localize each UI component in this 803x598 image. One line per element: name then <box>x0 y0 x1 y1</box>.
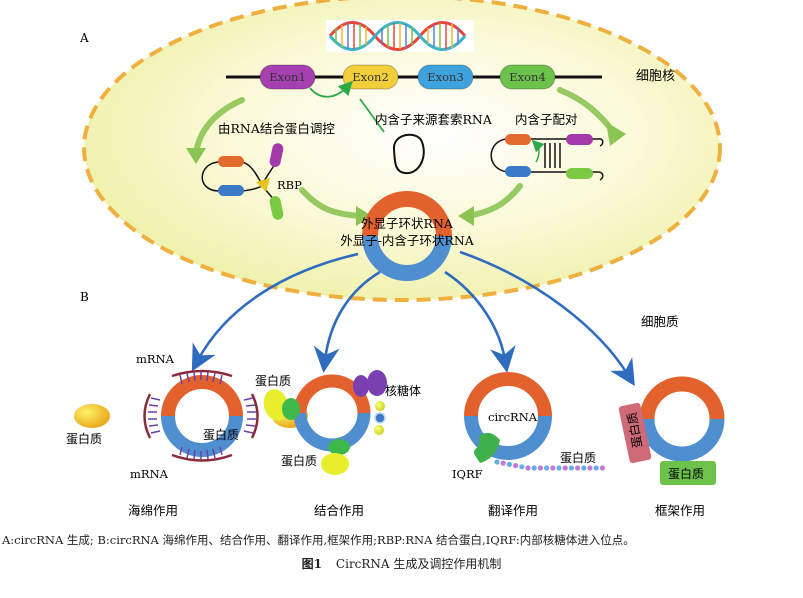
product-ecircrna-label: 外显子环状RNA <box>361 216 454 231</box>
amino-acid-bead <box>530 464 538 472</box>
translation-protein-label: 蛋白质 <box>560 450 596 465</box>
exon-2: Exon2 <box>342 64 399 90</box>
lariat-pointer-line <box>359 98 385 133</box>
figure-caption: 图1 CircRNA 生成及调控作用机制 <box>0 555 803 572</box>
exon-label: Exon4 <box>509 70 546 84</box>
amino-acid-bead <box>580 464 588 472</box>
binding-mechanism <box>263 370 387 475</box>
nucleus-label: 细胞核 <box>636 69 675 84</box>
sponge-mrna-bottom-label: mRNA <box>130 467 169 481</box>
amino-acid-bead <box>537 464 544 472</box>
cytoplasm-label: 细胞质 <box>641 314 679 329</box>
rbp-label: RBP <box>277 178 302 192</box>
amino-acid-bead <box>493 458 501 466</box>
pathway-rbp-label: 由RNA结合蛋白调控 <box>218 121 335 136</box>
dna-helix-icon <box>326 20 474 52</box>
exon-label: Exon3 <box>427 70 464 84</box>
binding-title: 结合作用 <box>314 503 364 518</box>
amino-acid-bead <box>518 463 526 471</box>
figure-title: CircRNA 生成及调控作用机制 <box>335 557 502 571</box>
sponge-title: 海绵作用 <box>128 503 178 518</box>
exon-4: Exon4 <box>499 64 556 90</box>
amino-acid-bead <box>568 464 575 472</box>
amino-acid-bead <box>599 464 606 472</box>
amino-acid-bead <box>512 462 519 470</box>
amino-acid-bead <box>543 464 550 472</box>
nucleus-flow-arrows <box>193 87 615 219</box>
exon-3: Exon3 <box>417 64 474 90</box>
lariat-rna-icon <box>392 133 425 175</box>
sponge-protein-left-label: 蛋白质 <box>66 431 102 446</box>
panel-b-label: B <box>80 290 89 304</box>
figure-note: A:circRNA 生成; B:circRNA 海绵作用、结合作用、翻译作用,框… <box>2 533 635 547</box>
figure-number: 图1 <box>301 557 322 571</box>
amino-acid-bead <box>574 464 581 472</box>
central-circrna-icon <box>362 191 452 281</box>
amino-acid-bead <box>505 460 513 468</box>
scaffold-protein-side-label: 蛋白质 <box>624 411 645 449</box>
translation-mechanism <box>464 372 606 472</box>
sponge-mrna-top-label: mRNA <box>136 352 175 366</box>
binding-protein-bottom-label: 蛋白质 <box>281 453 317 468</box>
translation-title: 翻译作用 <box>488 503 538 518</box>
exon-1: Exon1 <box>259 64 316 90</box>
amino-acid-bead <box>592 464 600 472</box>
sponge-protein-right-label: 蛋白质 <box>203 427 239 442</box>
amino-acid-bead <box>586 464 594 472</box>
amino-acid-bead <box>555 464 563 472</box>
splice-arrow-icon <box>309 80 353 98</box>
nucleus <box>82 0 722 302</box>
amino-acid-bead <box>524 464 532 472</box>
scaffold-mechanism <box>618 376 725 485</box>
pathway-lariat-label: 内含子来源套索RNA <box>375 112 493 127</box>
scaffold-title: 框架作用 <box>655 503 705 518</box>
circrna-label: circRNA <box>488 410 538 424</box>
exon-label: Exon2 <box>352 70 389 84</box>
amino-acid-bead <box>561 464 569 472</box>
amino-acid-bead <box>499 459 507 467</box>
iqrf-label: IQRF <box>452 467 483 481</box>
nucleus-flow-arrowheads <box>186 122 626 226</box>
circrna-diagram: A 细胞核 Exon1 Exon2 Exon3 Exon4 由RNA结合蛋白调控 内含… <box>66 0 725 518</box>
product-eicirna-label: 外显子-内含子环状RNA <box>340 233 475 248</box>
amino-acid-bead <box>549 464 557 472</box>
rbp-complex-icon <box>201 143 284 220</box>
binding-protein-top-label: 蛋白质 <box>255 373 291 388</box>
exon-label: Exon1 <box>269 70 306 84</box>
pathway-pairing-label: 内含子配对 <box>515 112 578 127</box>
scaffold-protein-bottom-label: 蛋白质 <box>668 466 704 481</box>
intron-pairing-icon <box>490 134 604 181</box>
panel-a-label: A <box>79 31 89 45</box>
ribosome-label: 核糖体 <box>385 383 421 398</box>
cytoplasm-flow-arrows <box>191 250 635 387</box>
